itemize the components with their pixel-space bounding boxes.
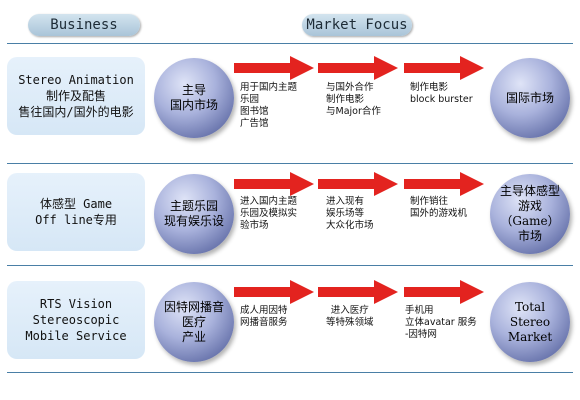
target-node-2: 主导体感型 游戏 （Game） 市场 (490, 174, 570, 254)
arrow-1-2 (318, 56, 398, 80)
row-divider-1 (7, 163, 573, 164)
step-1-3: 制作电影 block burster (410, 82, 473, 105)
arrow-3-2 (318, 280, 398, 304)
domestic-node-3: 因特网播音 医疗 产业 (154, 282, 234, 362)
market-focus-header: Market Focus (302, 14, 412, 36)
business-label: Stereo Animation 制作及配售 售往国内/国外的电影 (18, 73, 134, 119)
step-3-2: 进入医疗 等特殊领域 (326, 305, 374, 328)
arrow-1-1 (234, 56, 314, 80)
business-box-stereo-animation: Stereo Animation 制作及配售 售往国内/国外的电影 (7, 57, 145, 135)
target-node-1: 国际市场 (490, 58, 570, 138)
step-2-2: 进入现有 娱乐场等 大众化市场 (326, 196, 374, 231)
step-3-3: 手机用 立体avatar 服务 -因特网 (405, 305, 477, 340)
business-header: Business (28, 14, 140, 36)
top-divider (7, 43, 573, 44)
target-node-label: 主导体感型 游戏 （Game） 市场 (499, 184, 560, 243)
business-label: 体感型 Game Off line专用 (35, 197, 117, 227)
arrow-1-3 (404, 56, 484, 80)
domestic-node-label: 因特网播音 医疗 产业 (163, 299, 224, 344)
domestic-node-label: 主导 国内市场 (169, 83, 218, 112)
target-node-label: Total Stereo Market (507, 299, 553, 344)
business-label: RTS Vision Stereoscopic Mobile Service (25, 297, 127, 343)
domestic-node-2: 主题乐园 现有娱乐设 (154, 174, 234, 254)
step-1-1: 用于国内主题 乐园 图书馆 广告馆 (240, 82, 298, 129)
arrow-3-3 (404, 280, 484, 304)
business-box-motion-game: 体感型 Game Off line专用 (7, 173, 145, 251)
bottom-divider (7, 372, 573, 373)
target-node-3: Total Stereo Market (490, 282, 570, 362)
step-2-1: 进入国内主题 乐园及模拟实 验市场 (240, 196, 298, 231)
arrow-2-2 (318, 172, 398, 196)
step-1-2: 与国外合作 制作电影 与Major合作 (326, 82, 381, 117)
step-2-3: 制作销往 国外的游戏机 (410, 196, 468, 219)
arrow-3-1 (234, 280, 314, 304)
arrow-2-1 (234, 172, 314, 196)
domestic-node-label: 主题乐园 现有娱乐设 (163, 199, 224, 228)
business-box-rts-vision: RTS Vision Stereoscopic Mobile Service (7, 281, 145, 359)
step-3-1: 成人用因特 网播音服务 (240, 305, 288, 328)
arrow-2-3 (404, 172, 484, 196)
row-divider-2 (7, 265, 573, 266)
domestic-node-1: 主导 国内市场 (154, 58, 234, 138)
target-node-label: 国际市场 (505, 90, 554, 105)
